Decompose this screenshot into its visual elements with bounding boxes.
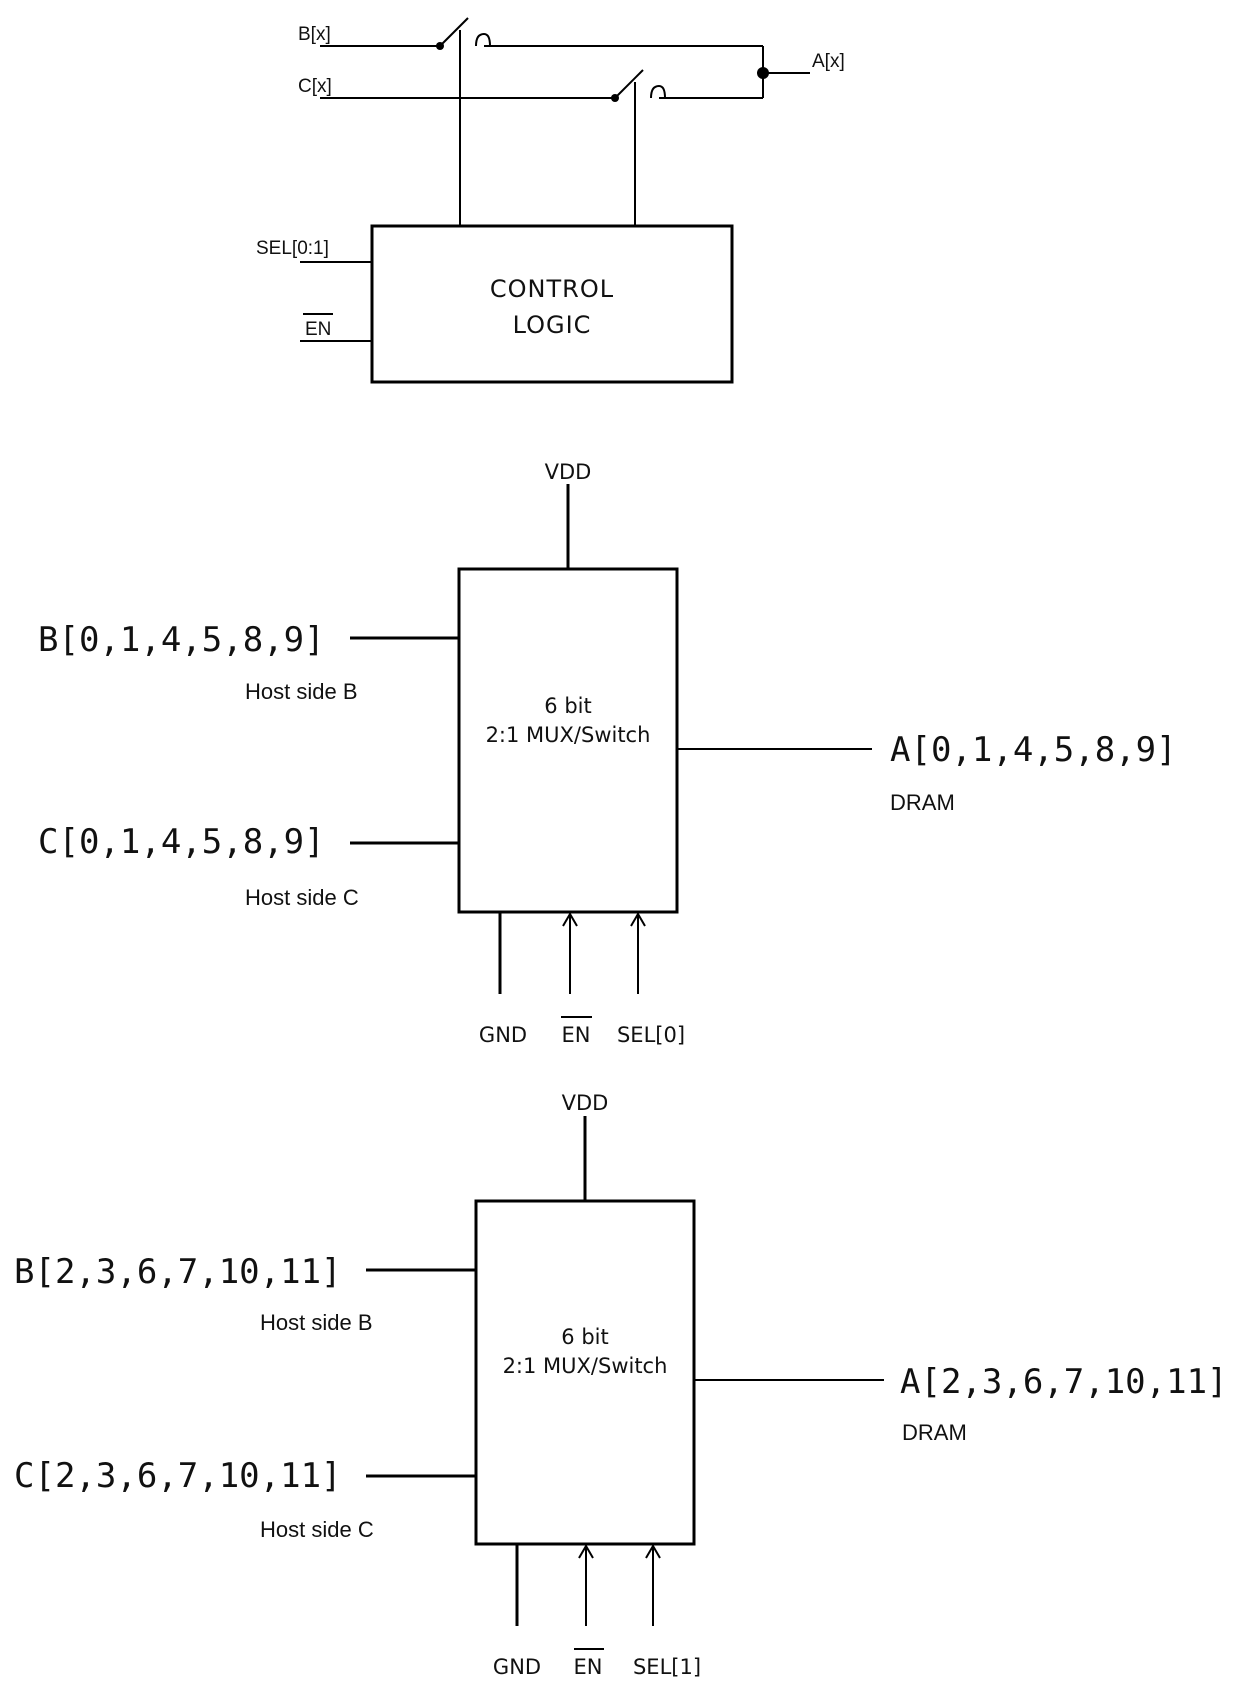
control-logic-line1: CONTROL [490, 275, 614, 303]
sel-label: SEL[1] [633, 1655, 701, 1679]
host-side-c-label: Host side C [245, 885, 359, 910]
gnd-label: GND [479, 1023, 527, 1047]
mux-block-line2: 2:1 MUX/Switch [503, 1354, 668, 1378]
mux-block-line2: 2:1 MUX/Switch [486, 723, 651, 747]
gnd-label: GND [493, 1655, 541, 1679]
mux-block-line1: 6 bit [561, 1325, 608, 1349]
c-x-label: C[x] [298, 76, 332, 97]
b-switch-blade [439, 17, 469, 47]
en-label: EN [562, 1023, 591, 1047]
host-side-b-label: Host side B [245, 679, 358, 704]
a-x-label: A[x] [812, 51, 845, 72]
vdd-label: VDD [562, 1091, 609, 1115]
control-logic-block [370, 224, 734, 384]
mux-bottom-diagram: VDD B[2,3,6,7,10,11] Host side B C[2,3,6… [14, 1091, 1228, 1679]
mux-top-diagram: VDD B[0,1,4,5,8,9] Host side B C[0,1,4,5… [38, 460, 1177, 1047]
b-switch-contact [475, 32, 491, 47]
sel-label: SEL[0:1] [256, 238, 329, 259]
a-bus-label: A[2,3,6,7,10,11] [900, 1362, 1228, 1402]
en-arrow-icon [562, 912, 578, 927]
en-label: EN [305, 319, 331, 340]
control-logic-line2: LOGIC [513, 311, 592, 339]
mux-block-line1: 6 bit [544, 694, 591, 718]
mux-block [474, 1199, 696, 1546]
sel-arrow-icon [645, 1544, 661, 1559]
host-side-c-label: Host side C [260, 1517, 374, 1542]
dram-label: DRAM [902, 1420, 967, 1445]
switch-control-diagram: B[x] C[x] A[x] SEL[0:1] EN CONTROL LOGIC [256, 17, 845, 384]
host-side-b-label: Host side B [260, 1310, 373, 1335]
c-bus-label: C[0,1,4,5,8,9] [38, 822, 325, 862]
c-switch-blade [614, 69, 644, 99]
vdd-label: VDD [545, 460, 592, 484]
dram-label: DRAM [890, 790, 955, 815]
c-switch-contact [650, 84, 666, 99]
b-bus-label: B[2,3,6,7,10,11] [14, 1252, 342, 1292]
c-bus-label: C[2,3,6,7,10,11] [14, 1456, 342, 1496]
b-x-label: B[x] [298, 24, 331, 45]
mux-block [457, 567, 679, 914]
sel-label: SEL[0] [617, 1023, 685, 1047]
en-label: EN [574, 1655, 603, 1679]
a-bus-label: A[0,1,4,5,8,9] [890, 730, 1177, 770]
b-bus-label: B[0,1,4,5,8,9] [38, 620, 325, 660]
en-arrow-icon [578, 1544, 594, 1559]
sel-arrow-icon [630, 912, 646, 927]
